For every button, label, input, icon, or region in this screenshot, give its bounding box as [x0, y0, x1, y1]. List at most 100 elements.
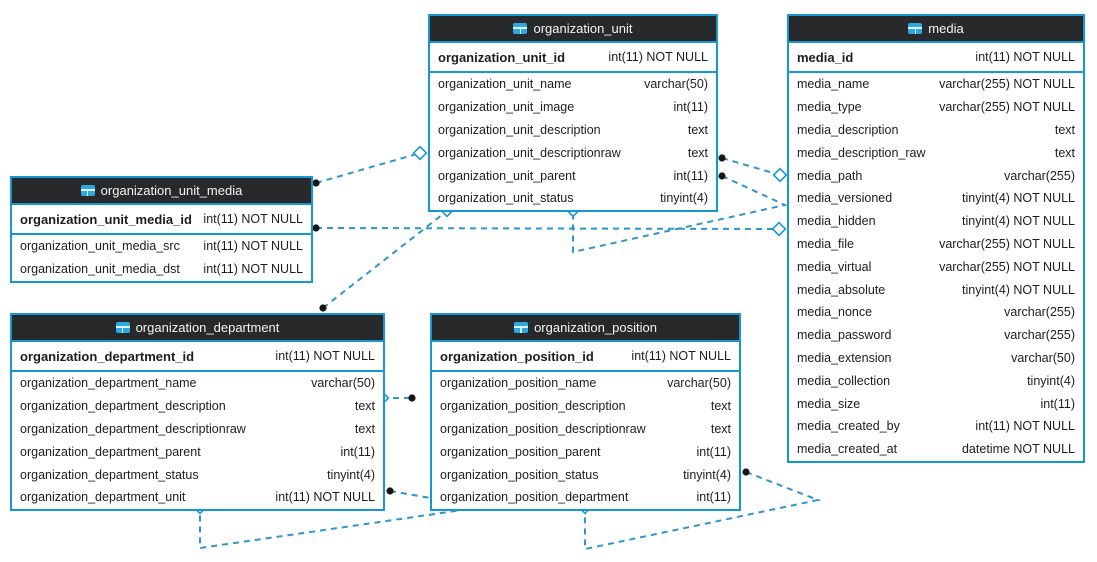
- foreign-key-end-dot-icon: [742, 468, 750, 476]
- table-organization_position[interactable]: organization_position organization_positi…: [430, 313, 741, 511]
- relationship-line-organization-unit-image-to-media[interactable]: [721, 157, 781, 176]
- relationship-line-organization-unit-media-dst-to-media[interactable]: [315, 227, 780, 230]
- column-type: text: [687, 145, 708, 160]
- column-type: text: [354, 399, 375, 414]
- column-name: organization_unit_id: [438, 49, 566, 65]
- column-name: organization_unit_description: [438, 122, 601, 137]
- table-organization_department[interactable]: organization_department organization_depa…: [10, 313, 385, 511]
- column-name: media_absolute: [797, 282, 886, 297]
- table-icon: [80, 185, 95, 196]
- column-type: datetime NOT NULL: [961, 442, 1075, 457]
- table-title: media: [928, 21, 964, 36]
- column-type: text: [1054, 145, 1075, 160]
- column-type: varchar(255) NOT NULL: [939, 259, 1075, 274]
- column-name: media_path: [797, 168, 863, 183]
- table-row[interactable]: organization_unit_descriptionraw text: [430, 141, 716, 164]
- column-type: varchar(255) NOT NULL: [939, 236, 1075, 251]
- column-name: organization_department_description: [20, 399, 226, 414]
- table-title: organization_department: [135, 320, 280, 335]
- table-header[interactable]: organization_unit_media: [12, 178, 311, 205]
- column-name: media_file: [797, 236, 854, 251]
- column-type: int(11) NOT NULL: [975, 50, 1075, 64]
- table-row[interactable]: media_file varchar(255) NOT NULL: [789, 233, 1083, 256]
- column-name: media_description: [797, 122, 899, 137]
- table-row[interactable]: media_path varchar(255): [789, 164, 1083, 187]
- column-type: int(11) NOT NULL: [975, 419, 1075, 434]
- foreign-key-end-dot-icon: [718, 172, 726, 180]
- column-name: organization_department_parent: [20, 444, 201, 459]
- referenced-end-diamond-icon: [412, 145, 428, 161]
- referenced-end-diamond-icon: [772, 167, 788, 183]
- column-name: organization_unit_status: [438, 191, 574, 206]
- column-name: organization_unit_media_src: [20, 239, 180, 254]
- column-name: organization_position_description: [440, 399, 626, 414]
- table-header[interactable]: media: [789, 16, 1083, 43]
- table-row[interactable]: organization_department_description text: [12, 395, 383, 418]
- column-name: organization_unit_descriptionraw: [438, 145, 621, 160]
- column-type: int(11): [673, 100, 708, 115]
- column-name: media_size: [797, 396, 861, 411]
- column-name: organization_position_descriptionraw: [440, 421, 646, 436]
- table-header[interactable]: organization_position: [432, 315, 739, 342]
- column-type: varchar(255): [1004, 168, 1075, 183]
- relationship-line-organization-unit-media-src-to-organization-unit[interactable]: [315, 152, 421, 184]
- table-icon: [115, 322, 130, 333]
- column-type: text: [354, 421, 375, 436]
- relationship-line-organization-department-unit-to-organization-unit[interactable]: [322, 210, 448, 309]
- table-header[interactable]: organization_unit: [430, 16, 716, 43]
- column-name: media_nonce: [797, 305, 873, 320]
- table-icon: [908, 23, 923, 34]
- referenced-end-diamond-icon: [771, 221, 787, 237]
- table-title: organization_position: [534, 320, 657, 335]
- foreign-key-end-dot-icon: [312, 224, 320, 232]
- column-name: organization_unit_media_id: [20, 211, 192, 227]
- column-name: organization_unit_parent: [438, 168, 576, 183]
- column-type: int(11) NOT NULL: [275, 349, 375, 363]
- column-type: int(11) NOT NULL: [275, 490, 375, 505]
- table-header[interactable]: organization_department: [12, 315, 383, 342]
- column-name: organization_unit_name: [438, 77, 572, 92]
